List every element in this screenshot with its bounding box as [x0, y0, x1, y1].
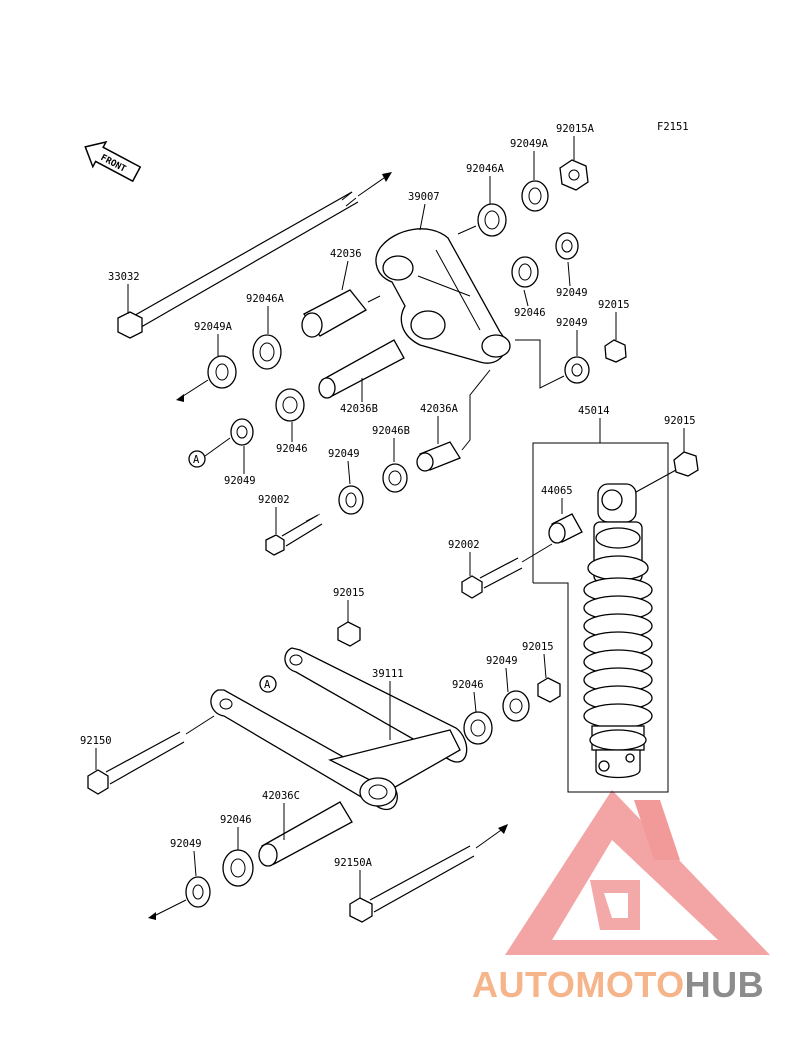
collar-44065 — [548, 513, 583, 544]
label-42036B: 42036B — [340, 403, 378, 415]
label-45014: 45014 — [578, 405, 610, 417]
washer-92049-bottom — [148, 876, 211, 920]
label-92049-right2: 92049 — [556, 317, 588, 329]
rocker-arm-39007 — [375, 228, 511, 364]
bearing-92046-left — [275, 388, 305, 422]
washer-92049-mid — [338, 485, 364, 515]
label-92049-mid: 92049 — [328, 448, 360, 460]
bolt-33032 — [117, 172, 392, 339]
label-92049-bottom: 92049 — [170, 838, 202, 850]
label-92049A-left: 92049A — [194, 321, 233, 333]
ref-marker-a-top-label: A — [193, 454, 200, 466]
label-92002-left: 92002 — [258, 494, 290, 506]
label-42036C: 42036C — [262, 790, 300, 802]
label-92150A: 92150A — [334, 857, 373, 869]
label-39111: 39111 — [372, 668, 404, 680]
label-92049-rod: 92049 — [486, 655, 518, 667]
tie-rod-39111 — [210, 647, 468, 811]
label-92015-rod2: 92015 — [522, 641, 554, 653]
label-92150: 92150 — [80, 735, 112, 747]
collar-42036B — [318, 339, 405, 399]
label-92049A-top: 92049A — [510, 138, 549, 150]
label-92046-rod: 92046 — [452, 679, 484, 691]
watermark-text-hub: HUB — [685, 964, 765, 1005]
ref-marker-a-bottom-label: A — [264, 679, 271, 691]
bearing-92046B — [382, 463, 408, 493]
washer-92049A-top — [521, 180, 549, 212]
bolt-92002-shock — [461, 543, 553, 599]
nut-92015-shock — [635, 451, 699, 493]
washer-92049-right1 — [555, 232, 579, 260]
bearing-92046-bottom — [222, 849, 254, 887]
label-42036: 42036 — [330, 248, 362, 260]
svg-text:AUTOMOTOHUB: AUTOMOTOHUB — [472, 964, 764, 1005]
ref-marker-a-bottom — [259, 675, 277, 693]
label-92046-right: 92046 — [514, 307, 546, 319]
nut-92015A — [559, 159, 589, 191]
label-44065: 44065 — [541, 485, 573, 497]
bolt-92150A — [349, 824, 508, 923]
label-92046B: 92046B — [372, 425, 410, 437]
label-33032: 33032 — [108, 271, 140, 283]
washer-92049-left — [230, 418, 254, 446]
label-92002-shock: 92002 — [448, 539, 480, 551]
washer-92049-rod — [502, 690, 530, 722]
label-42036A: 42036A — [420, 403, 459, 415]
bearing-92046-right — [511, 256, 539, 288]
nut-92015-rod — [337, 621, 361, 647]
nut-92015-right — [604, 339, 627, 363]
part-labels: 33032 39007 42036 92046A 92049A 92015A 9… — [80, 123, 696, 898]
nut-92015-rod2 — [537, 677, 561, 703]
bolt-92002-left — [265, 513, 323, 556]
bearing-92046A-left — [252, 334, 282, 370]
label-92046-left: 92046 — [276, 443, 308, 455]
collar-42036 — [301, 289, 381, 338]
label-92015-rod: 92015 — [333, 587, 365, 599]
label-92049-right1: 92049 — [556, 287, 588, 299]
bearing-92046A-top — [477, 203, 507, 237]
collar-42036A — [416, 441, 461, 472]
label-92015-right: 92015 — [598, 299, 630, 311]
label-92046A-left: 92046A — [246, 293, 285, 305]
label-92046A-top: 92046A — [466, 163, 505, 175]
label-92015-shock: 92015 — [664, 415, 696, 427]
figure-code: F2151 — [657, 121, 689, 133]
bearing-92046-rod — [463, 711, 493, 745]
label-39007: 39007 — [408, 191, 440, 203]
label-92015A: 92015A — [556, 123, 595, 135]
collar-42036C — [258, 801, 353, 867]
washer-92049A-left — [176, 355, 237, 402]
label-92049-left: 92049 — [224, 475, 256, 487]
ref-marker-a-top — [188, 450, 206, 468]
shock-absorber-45014 — [532, 430, 669, 793]
watermark-logo: AUTOMOTOHUB — [472, 790, 770, 1005]
label-92046-bottom: 92046 — [220, 814, 252, 826]
bolt-92150 — [87, 715, 215, 795]
watermark-text-automoto: AUTOMOTO — [472, 964, 685, 1005]
front-direction-arrow: FRONT — [84, 140, 142, 183]
shock-spring — [583, 577, 653, 729]
washer-92049-right2 — [564, 356, 590, 384]
